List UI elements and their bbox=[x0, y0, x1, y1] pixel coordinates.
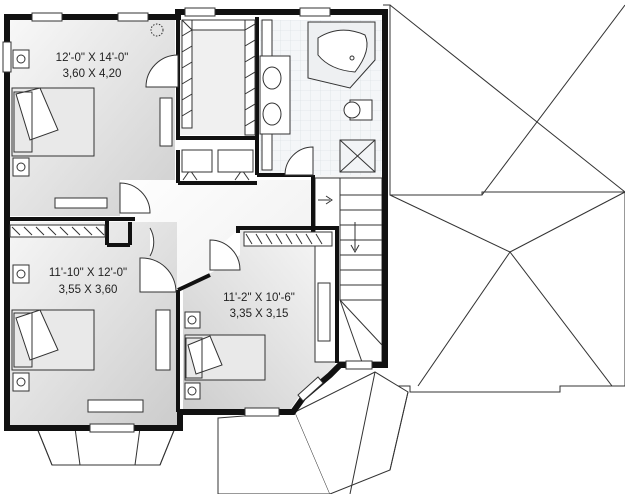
bedroom-2-dimension-metric: 3,55 X 3,60 bbox=[59, 284, 118, 296]
walls bbox=[4, 9, 388, 431]
master-bedroom-dimension-imperial: 12'-0" X 14'-0" bbox=[56, 52, 129, 64]
master-bedroom-dimension-metric: 3,60 X 4,20 bbox=[63, 68, 122, 80]
room-labels: 12'-0" X 14'-0" 3,60 X 4,20 11'-10" X 12… bbox=[49, 52, 295, 320]
porch-roof bbox=[36, 371, 409, 494]
bedroom-3-furniture bbox=[184, 231, 333, 400]
bedroom-3-dimension-metric: 3,35 X 3,15 bbox=[230, 308, 289, 320]
master-bedroom-furniture bbox=[11, 23, 173, 209]
bedroom-2-dimension-imperial: 11'-10" X 12'-0" bbox=[49, 267, 127, 279]
bathroom-fixtures bbox=[259, 19, 376, 173]
bedroom-2-furniture bbox=[9, 224, 171, 413]
roof-outline bbox=[383, 4, 625, 393]
windows bbox=[2, 7, 373, 433]
bedroom-3-dimension-imperial: 11'-2" X 10'-6" bbox=[223, 292, 295, 304]
walk-in-closet bbox=[181, 19, 256, 173]
doors bbox=[119, 54, 314, 293]
